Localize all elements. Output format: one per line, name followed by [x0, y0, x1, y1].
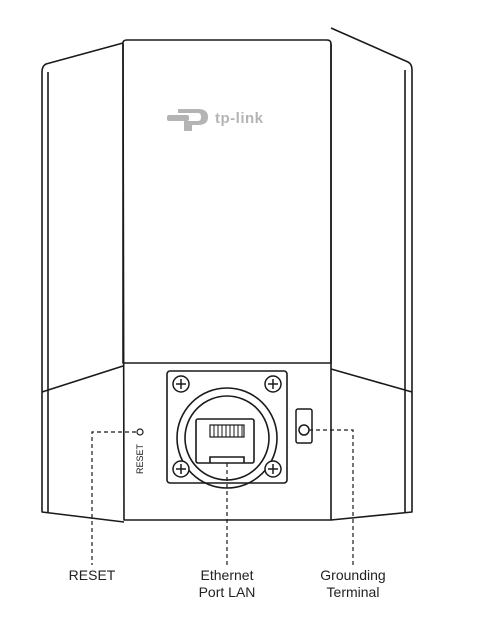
callout-lines — [91, 429, 354, 565]
screw-icon — [172, 460, 190, 478]
reset-button: RESET — [135, 428, 145, 474]
grounding-label-line2: Terminal — [326, 584, 380, 600]
grounding-callout-line — [309, 429, 354, 565]
logo-wordmark: tp-link — [215, 110, 264, 127]
reset-pinhole — [136, 428, 144, 436]
rj45-latch-slot — [209, 456, 245, 463]
port-mount-plate — [166, 370, 288, 484]
rj45-jack — [195, 418, 255, 464]
right-facet-line — [330, 368, 413, 393]
grounding-plate — [295, 408, 313, 444]
port-inner-ring — [184, 395, 270, 481]
tp-link-logo: tp-link — [167, 109, 264, 131]
rj45-contacts — [209, 424, 245, 438]
left-facet-line — [41, 365, 124, 393]
screw-icon — [264, 460, 282, 478]
grounding-terminal — [295, 408, 313, 444]
left-wing-panel — [41, 42, 125, 523]
reset-callout-line — [91, 431, 136, 565]
logo-mark-p — [178, 109, 208, 131]
ethernet-label-line1: Ethernet — [200, 567, 254, 583]
logo-mark-bar — [167, 115, 189, 121]
front-panel — [122, 39, 332, 521]
panel-split-line — [122, 357, 332, 364]
grounding-callout-label: Grounding Terminal — [298, 567, 408, 601]
ethernet-port — [166, 370, 288, 489]
right-wing-panel — [330, 27, 413, 521]
reset-callout-label: RESET — [52, 567, 132, 584]
ethernet-label-line2: Port LAN — [198, 584, 256, 600]
screw-icon — [264, 375, 282, 393]
grounding-screw — [298, 424, 310, 436]
mounting-screws — [172, 375, 282, 478]
reset-side-label: RESET — [135, 443, 145, 474]
screw-icon — [172, 375, 190, 393]
ethernet-callout-label: Ethernet Port LAN — [177, 567, 277, 601]
reset-label-line1: RESET — [68, 567, 116, 583]
grounding-label-line1: Grounding — [320, 567, 386, 583]
